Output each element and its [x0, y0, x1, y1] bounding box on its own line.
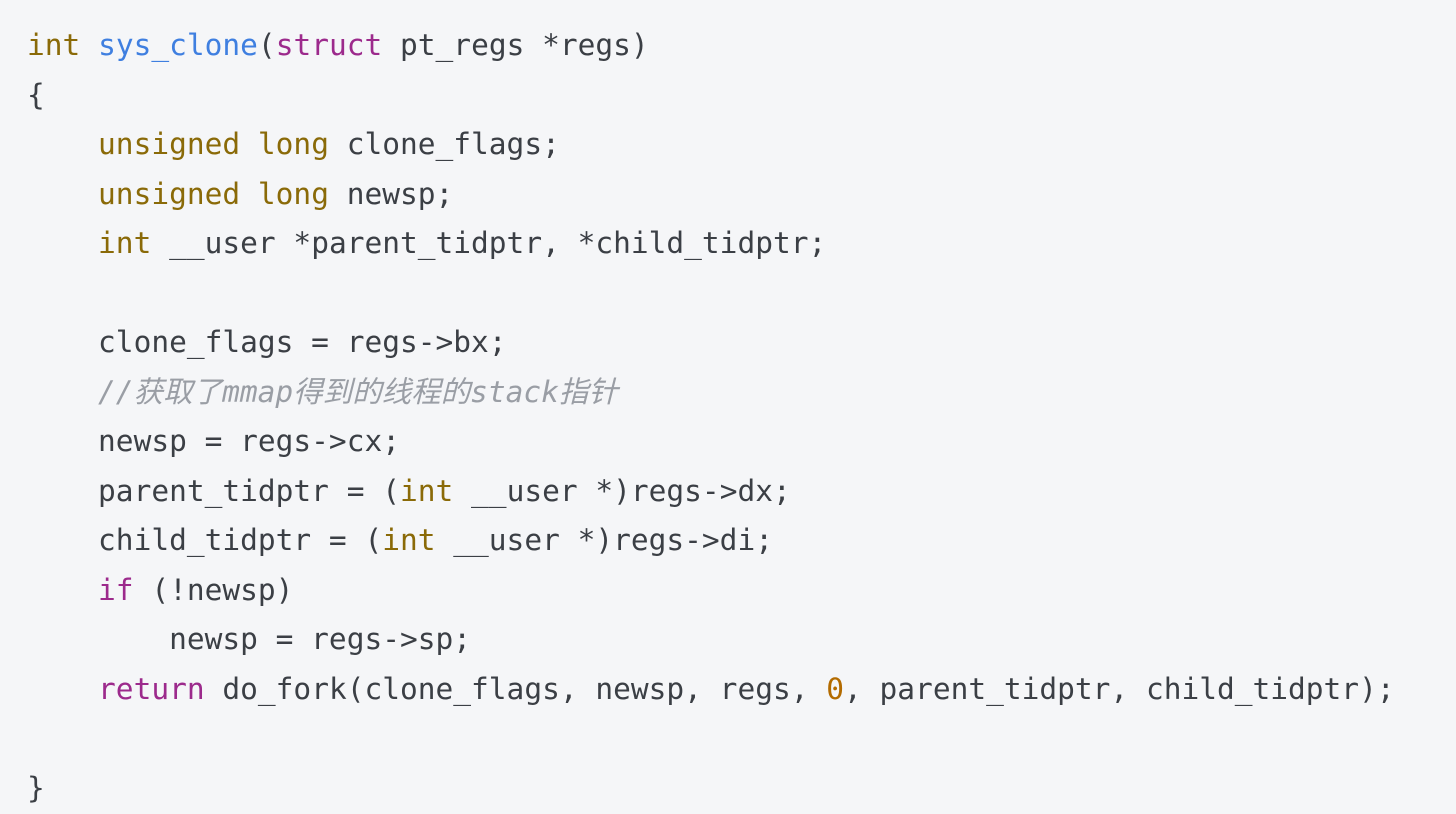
- code-token-type: int: [27, 28, 81, 62]
- code-token-plain: pt_regs *regs): [382, 28, 649, 62]
- code-token-plain: __user *)regs->dx;: [453, 473, 791, 508]
- code-token-plain: do_fork(clone_flags, newsp, regs,: [204, 671, 827, 706]
- code-token-plain: [27, 177, 98, 211]
- code-token-type: int: [382, 523, 436, 557]
- code-token-plain: (!newsp): [133, 572, 294, 607]
- code-token-plain: [240, 177, 258, 211]
- code-token-plain: newsp = regs->sp;: [27, 622, 472, 656]
- code-token-plain: newsp;: [328, 176, 454, 211]
- code-token-plain: child_tidptr = (: [27, 523, 383, 557]
- code-token-num: 0: [826, 671, 845, 706]
- code-line: }: [27, 764, 1456, 814]
- code-token-plain: }: [27, 770, 45, 805]
- code-token-plain: (: [257, 28, 276, 62]
- code-line: [27, 714, 1456, 764]
- code-line: if (!newsp): [27, 566, 1456, 616]
- code-line: [27, 269, 1456, 319]
- code-token-plain: {: [27, 77, 45, 112]
- code-token-plain: [80, 28, 98, 62]
- code-token-plain: [27, 573, 98, 607]
- code-token-plain: , parent_tidptr, child_tidptr);: [844, 671, 1395, 706]
- code-token-cmt: //获取了mmap得到的线程的stack指针: [98, 374, 618, 409]
- code-token-plain: [27, 226, 98, 260]
- code-line: //获取了mmap得到的线程的stack指针: [27, 368, 1456, 418]
- code-line: newsp = regs->cx;: [27, 417, 1456, 467]
- code-line: {: [27, 71, 1456, 121]
- code-token-kw: struct: [275, 28, 383, 62]
- code-token-plain: [27, 127, 98, 161]
- code-token-plain: newsp = regs->cx;: [27, 424, 400, 458]
- code-line: int __user *parent_tidptr, *child_tidptr…: [27, 219, 1456, 269]
- code-token-kw: if: [98, 572, 134, 607]
- code-token-plain: [27, 672, 98, 706]
- code-token-type: int: [399, 473, 454, 508]
- code-token-type: int: [98, 226, 152, 260]
- code-line: unsigned long newsp;: [27, 170, 1456, 220]
- code-token-type: unsigned: [98, 127, 241, 161]
- code-token-fn: sys_clone: [98, 28, 258, 62]
- code-token-kw: return: [98, 671, 205, 706]
- code-token-plain: clone_flags = regs->bx;: [27, 325, 507, 359]
- code-line: int sys_clone(struct pt_regs *regs): [27, 21, 1456, 71]
- code-token-plain: clone_flags;: [328, 127, 560, 161]
- code-token-type: long: [257, 127, 329, 161]
- code-line: return do_fork(clone_flags, newsp, regs,…: [27, 665, 1456, 715]
- code-token-plain: parent_tidptr = (: [27, 473, 400, 508]
- code-token-type: long: [257, 176, 329, 211]
- code-token-plain: __user *parent_tidptr, *child_tidptr;: [151, 226, 827, 260]
- code-token-type: unsigned: [98, 176, 241, 211]
- code-token-plain: [240, 127, 258, 161]
- code-line: parent_tidptr = (int __user *)regs->dx;: [27, 467, 1456, 517]
- code-line: unsigned long clone_flags;: [27, 120, 1456, 170]
- code-line: clone_flags = regs->bx;: [27, 318, 1456, 368]
- code-line: newsp = regs->sp;: [27, 615, 1456, 665]
- code-token-plain: __user *)regs->di;: [435, 523, 773, 557]
- code-line: child_tidptr = (int __user *)regs->di;: [27, 516, 1456, 566]
- code-token-plain: [27, 375, 98, 409]
